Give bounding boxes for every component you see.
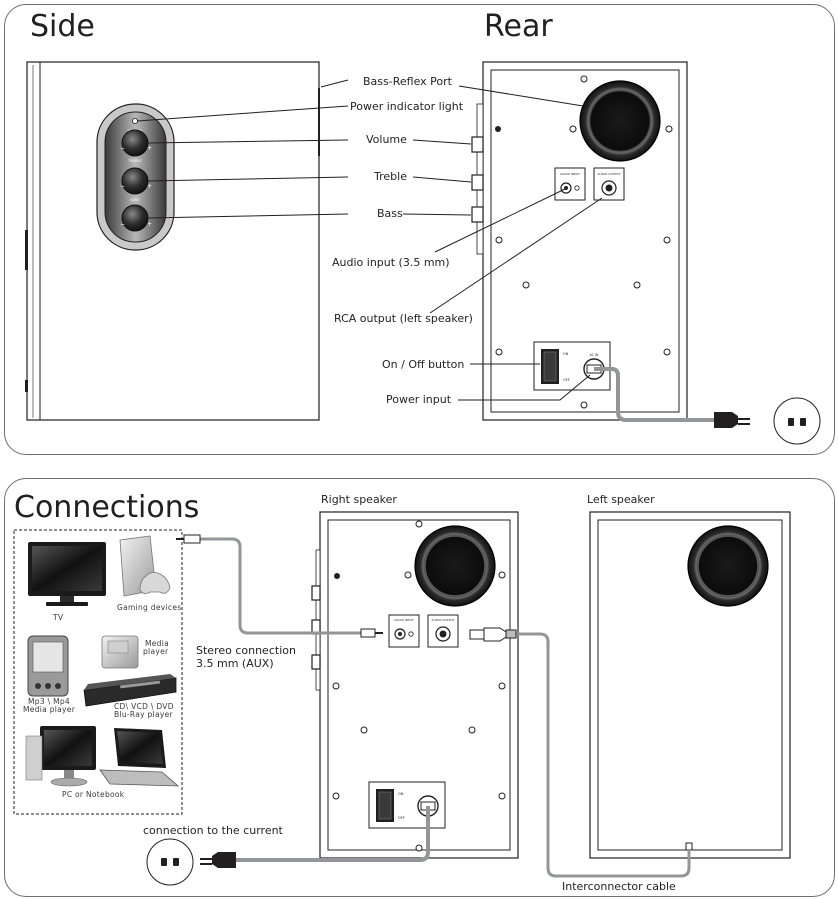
label-bass: Bass: [377, 207, 403, 220]
rca-output-jack[interactable]: AUDIO OUTPUT: [593, 167, 625, 201]
label-on-off: On / Off button: [382, 358, 465, 371]
svg-text:OFF: OFF: [398, 816, 405, 820]
wall-outlet-bottom: [146, 838, 194, 886]
svg-text:AUDIO INPUT: AUDIO INPUT: [560, 172, 580, 176]
svg-text:BASS: BASS: [130, 198, 140, 202]
rear-heading: Rear: [484, 9, 553, 44]
pc-icon: [25, 726, 96, 787]
left-speaker: [589, 511, 791, 859]
label-interconnector: Interconnector cable: [562, 880, 676, 893]
gaming-console-icon: [119, 535, 171, 597]
svg-text:AUDIO OUTPUT: AUDIO OUTPUT: [598, 172, 621, 176]
side-heading: Side: [30, 9, 95, 44]
label-treble: Treble: [374, 170, 407, 183]
svg-text:−: −: [120, 145, 125, 152]
label-bass-reflex: Bass-Reflex Port: [363, 75, 452, 88]
mp3-player-icon: [27, 635, 69, 697]
right-rca-output-jack[interactable]: AUDIO OUTPUT: [427, 614, 459, 648]
label-power-light: Power indicator light: [350, 100, 464, 113]
label-mp3-2: Media player: [23, 705, 76, 714]
label-mp3-1: Mp3 \ Mp4: [28, 697, 71, 706]
side-speaker: [25, 61, 320, 421]
label-stereo-line1: Stereo connection: [196, 644, 296, 657]
svg-text:AUDIO INPUT: AUDIO INPUT: [394, 618, 414, 622]
notebook-icon: [99, 728, 180, 787]
svg-text:+: +: [147, 145, 152, 152]
label-rca-output: RCA output (left speaker): [334, 312, 473, 325]
svg-text:AUDIO OUTPUT: AUDIO OUTPUT: [432, 618, 455, 622]
label-current: connection to the current: [143, 824, 283, 837]
volume-knob[interactable]: [121, 129, 149, 157]
label-tv: TV: [53, 613, 64, 622]
right-power-area: ON OFF: [368, 781, 446, 829]
svg-text:−: −: [120, 183, 125, 190]
power-cable-top: [594, 367, 750, 428]
aux-cable: [176, 534, 383, 638]
label-left-speaker: Left speaker: [587, 493, 655, 506]
label-gaming: Gaming devices: [117, 603, 182, 612]
svg-text:−: −: [120, 221, 125, 228]
rear-leader-lines: [402, 85, 603, 401]
side-leader-lines: [136, 79, 349, 219]
dvd-player-icon: [83, 674, 177, 707]
connections-heading: Connections: [14, 490, 200, 525]
on-off-switch[interactable]: ON OFF: [541, 349, 570, 384]
svg-text:+: +: [147, 221, 152, 228]
label-media-1: Media: [145, 639, 170, 648]
label-right-speaker: Right speaker: [321, 493, 397, 506]
device-box: [13, 529, 183, 815]
label-stereo-line2: 3.5 mm (AUX): [196, 657, 274, 670]
bass-reflex-port: [579, 80, 661, 162]
power-cable-bottom: [200, 806, 430, 868]
label-cd-2: Blu-Ray player: [114, 710, 173, 719]
label-cd-1: CD\ VCD \ DVD: [114, 702, 174, 711]
svg-text:ON: ON: [563, 352, 569, 356]
tv-icon: [28, 542, 106, 606]
label-volume: Volume: [366, 133, 407, 146]
bass-knob[interactable]: [121, 204, 149, 232]
svg-text:AC IN: AC IN: [590, 353, 599, 357]
audio-input-jack[interactable]: AUDIO INPUT: [554, 167, 586, 201]
right-speaker-screws: [332, 520, 506, 852]
treble-knob[interactable]: [121, 167, 149, 195]
label-audio-input: Audio input (3.5 mm): [332, 256, 450, 269]
svg-text:TREBLE: TREBLE: [127, 159, 141, 163]
media-player-icon: [101, 635, 139, 669]
label-pc: PC or Notebook: [62, 790, 125, 799]
svg-text:+: +: [147, 183, 152, 190]
svg-text:OFF: OFF: [563, 378, 570, 382]
wall-outlet-top: [773, 397, 821, 445]
rear-screws: [495, 75, 673, 409]
interconnector-cable: [469, 627, 691, 878]
label-media-2: player: [143, 647, 169, 656]
svg-text:ON: ON: [398, 792, 404, 796]
label-power-input: Power input: [386, 393, 452, 406]
right-audio-input-jack[interactable]: AUDIO INPUT: [388, 614, 420, 648]
